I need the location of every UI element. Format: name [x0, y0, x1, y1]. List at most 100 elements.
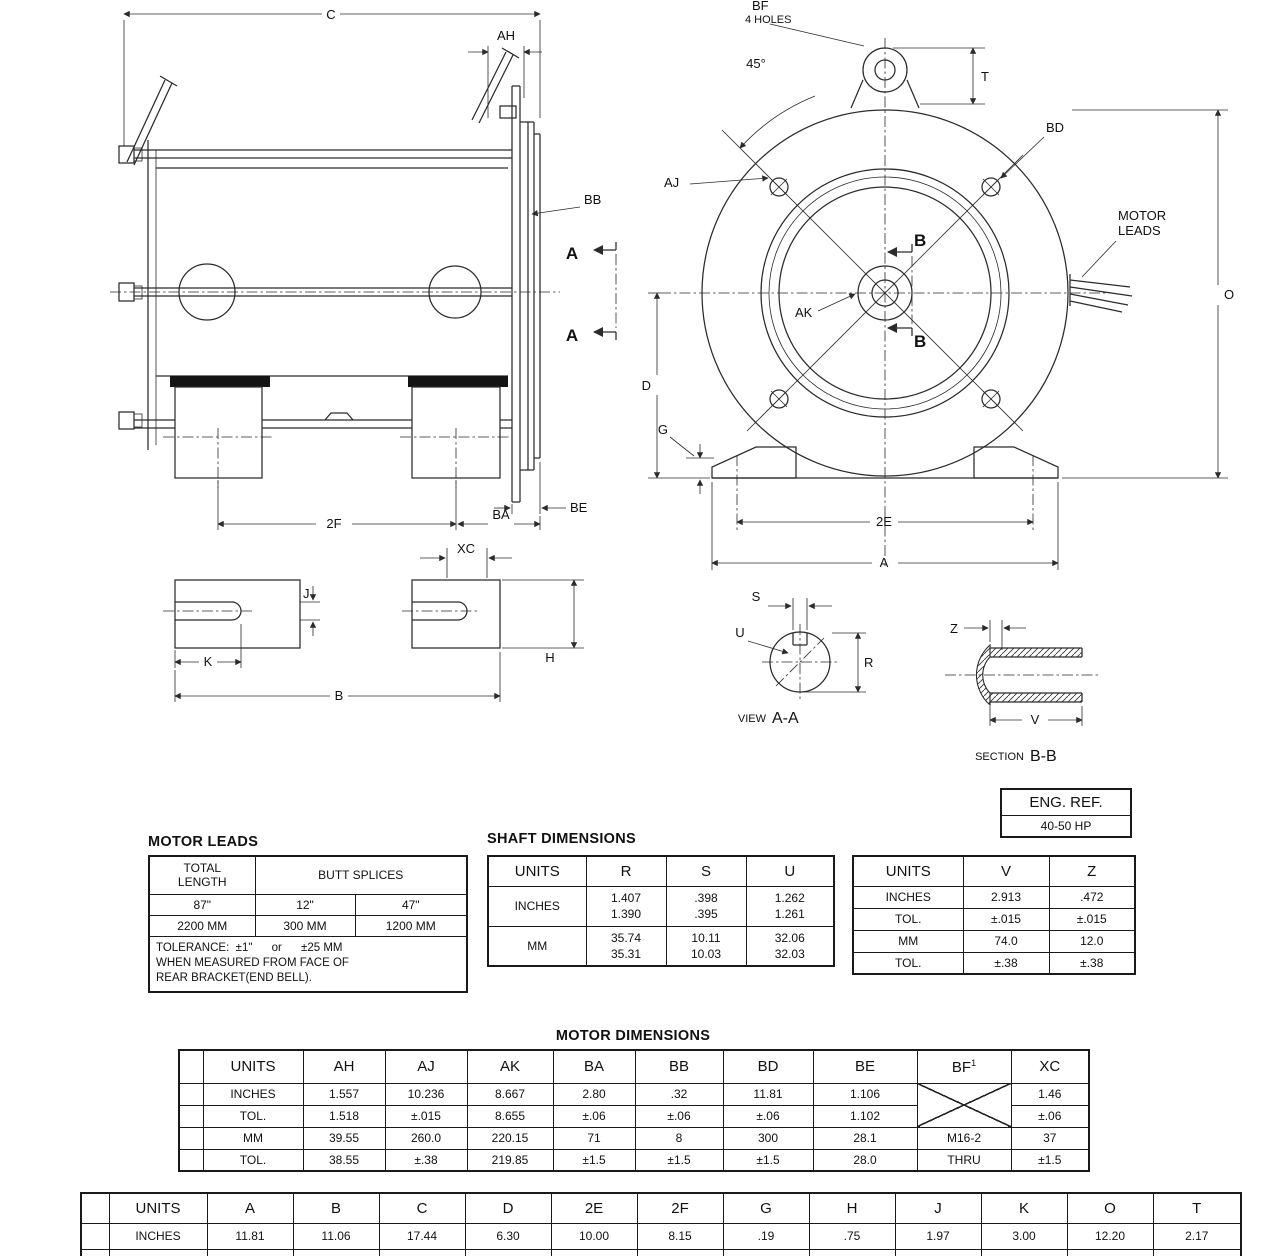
ml-cell: 47"	[354, 893, 468, 916]
partial-row-cell	[1152, 1248, 1242, 1256]
value-cell: 1.46	[1010, 1082, 1090, 1106]
row-label: MM	[202, 1126, 304, 1150]
col-header: AH	[302, 1049, 386, 1084]
col-header: J	[894, 1192, 982, 1224]
dim-label-bf-holes: 4 HOLES	[745, 14, 791, 26]
value-cell: .19	[722, 1222, 810, 1250]
value-cell: 28.1	[812, 1126, 918, 1150]
view-a-a: S U R VIEW A-A	[735, 589, 873, 727]
value-cell: ±.38	[962, 951, 1050, 975]
shaft-vz-table: UNITS V Z INCHES 2.913 .472 TOL. ±.015 ±…	[852, 855, 1136, 975]
col-header: BE	[812, 1049, 918, 1084]
stub-cell	[80, 1248, 110, 1256]
col-header: UNITS	[108, 1192, 208, 1224]
value-cell: 28.0	[812, 1148, 918, 1172]
col-header: AK	[466, 1049, 554, 1084]
value-cell: 11.06	[292, 1222, 380, 1250]
dim-label-ak: AK	[795, 305, 813, 320]
value-cell: 300	[722, 1126, 814, 1150]
bf-crossed-cell	[916, 1082, 1012, 1128]
row-label: TOL.	[202, 1148, 304, 1172]
lifting-lug	[850, 47, 920, 109]
stub-cell	[178, 1049, 204, 1084]
value-cell: 8	[634, 1126, 724, 1150]
value-cell: ±1.5	[1010, 1148, 1090, 1172]
dim-label-j: J	[303, 586, 310, 601]
col-header: UNITS	[852, 855, 964, 887]
col-header: BA	[552, 1049, 636, 1084]
motor-dimensions-title: MOTOR DIMENSIONS	[555, 1028, 711, 1044]
col-header: R	[585, 855, 667, 887]
row-label: TOL.	[852, 907, 964, 931]
partial-row-cell	[722, 1248, 810, 1256]
col-header: Z	[1048, 855, 1136, 887]
dim-label-bf: BF	[752, 0, 769, 13]
partial-row-cell	[464, 1248, 552, 1256]
stub-cell	[178, 1148, 204, 1172]
col-header: 2E	[550, 1192, 638, 1224]
value-cell: 2.80	[552, 1082, 636, 1106]
col-header: UNITS	[487, 855, 587, 887]
value-cell: 6.30	[464, 1222, 552, 1250]
row-label: INCHES	[108, 1222, 208, 1250]
section-letter-a-top: A	[566, 244, 578, 263]
col-header: H	[808, 1192, 896, 1224]
motor-dimensions-table: UNITS AH AJ AK BA BB BD BE BF1 XC INCHES…	[178, 1049, 1090, 1172]
motor-leads-label-line1: MOTOR	[1118, 208, 1166, 223]
col-header: XC	[1010, 1049, 1090, 1084]
side-view: C AH	[110, 7, 617, 703]
value-cell: 37	[1010, 1126, 1090, 1150]
value-cell: 1.97	[894, 1222, 982, 1250]
dim-label-aj: AJ	[664, 175, 679, 190]
value-cell: 1.106	[812, 1082, 918, 1106]
partial-row-cell	[808, 1248, 896, 1256]
dim-label-g: G	[658, 422, 668, 437]
section-letter-a-bottom: A	[566, 326, 578, 345]
dim-label-z: Z	[950, 621, 958, 636]
value-cell: 38.55	[302, 1148, 386, 1172]
value-cell: 39.55	[302, 1126, 386, 1150]
dim-label-t: T	[981, 69, 989, 84]
ml-cell: 87"	[148, 893, 256, 916]
value-cell: ±.06	[552, 1104, 636, 1128]
row-label: TOL.	[202, 1104, 304, 1128]
value-cell: 12.0	[1048, 929, 1136, 953]
value-cell: 8.15	[636, 1222, 724, 1250]
motor-leads-label-line2: LEADS	[1118, 223, 1161, 238]
col-header: U	[745, 855, 835, 887]
value-cell: 2.17	[1152, 1222, 1242, 1250]
value-cell: 8.655	[466, 1104, 554, 1128]
dim-label-u: U	[735, 625, 744, 640]
partial-row-cell	[1066, 1248, 1154, 1256]
front-view: BF 4 HOLES 45° T BD AJ MOTOR LEADS AK B	[642, 0, 1234, 570]
section-bb-caption-prefix: SECTION	[975, 751, 1024, 763]
value-cell: 220.15	[466, 1126, 554, 1150]
col-header: C	[378, 1192, 466, 1224]
value-cell: 11.81	[206, 1222, 294, 1250]
value-cell: THRU	[916, 1148, 1012, 1172]
col-header: O	[1066, 1192, 1154, 1224]
value-cell: 74.0	[962, 929, 1050, 953]
section-letter-b-top: B	[914, 231, 926, 250]
col-header: S	[665, 855, 747, 887]
value-cell: 10.00	[550, 1222, 638, 1250]
value-cell: 11.81	[722, 1082, 814, 1106]
value-cell: 10.236	[384, 1082, 468, 1106]
dim-label-ah: AH	[497, 28, 515, 43]
partial-row-cell	[206, 1248, 294, 1256]
ml-tolerance-note: TOLERANCE: ±1" or ±25 MM WHEN MEASURED F…	[148, 935, 468, 993]
value-cell: .398.395	[665, 885, 747, 927]
row-label: INCHES	[202, 1082, 304, 1106]
value-cell: 12.20	[1066, 1222, 1154, 1250]
value-cell: 1.102	[812, 1104, 918, 1128]
value-cell: .472	[1048, 885, 1136, 909]
partial-row-cell	[378, 1248, 466, 1256]
general-dimensions-table: UNITS A B C D 2E 2F G H J K O T INCHES 1…	[80, 1192, 1242, 1256]
ml-header-butt-splices: BUTT SPLICES	[254, 855, 468, 895]
dim-label-bd: BD	[1046, 120, 1064, 135]
